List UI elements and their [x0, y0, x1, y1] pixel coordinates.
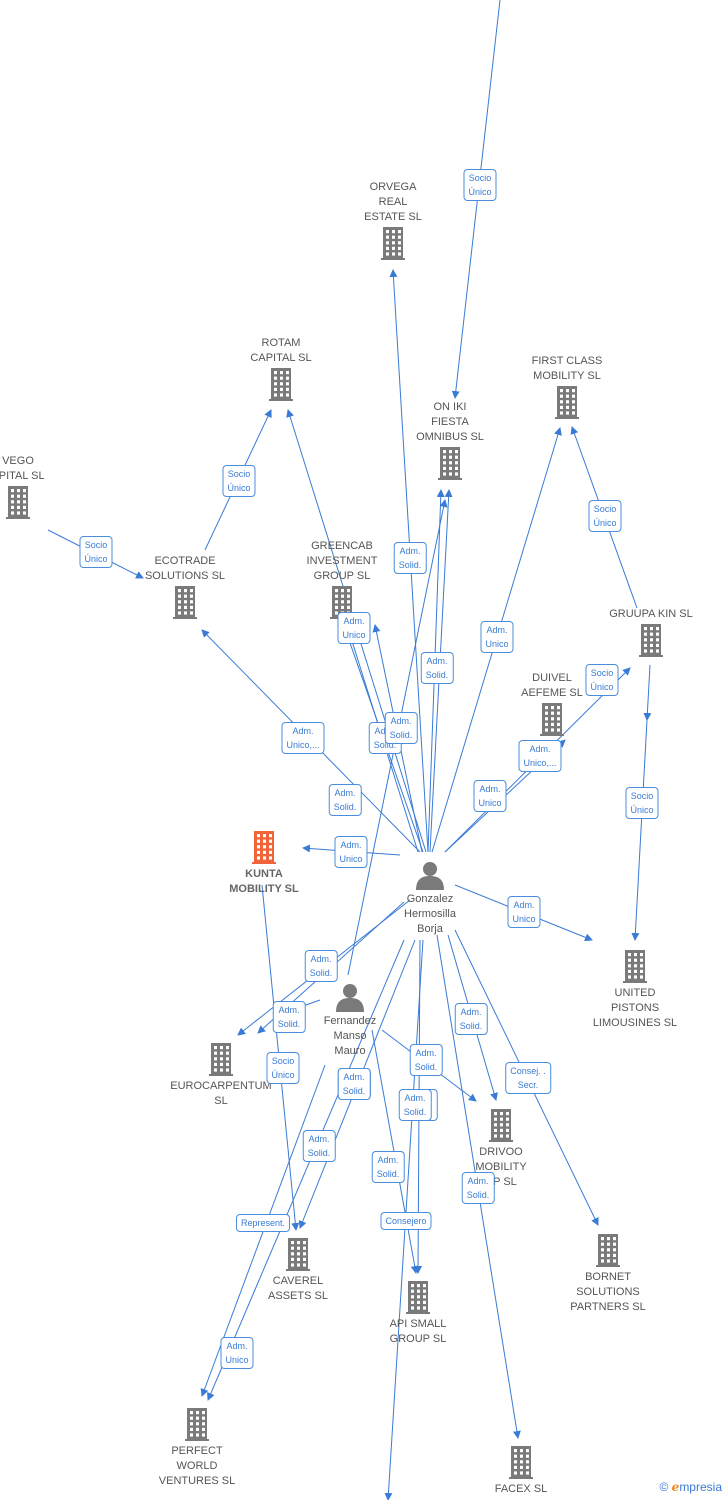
edge-label-9[interactable]: Adm. Solid. — [420, 652, 454, 684]
node-oniki[interactable]: ON IKI FIESTA OMNIBUS SL — [390, 400, 510, 483]
building-icon — [238, 1238, 358, 1272]
building-icon — [358, 1281, 478, 1315]
edge-label-13[interactable]: Adm. Solid. — [384, 712, 418, 744]
node-perfect[interactable]: PERFECT WORLD VENTURES SL — [137, 1406, 257, 1489]
node-label: EUROCARPENTUM SL — [170, 1080, 272, 1107]
node-gruupa[interactable]: GRUUPA KIN SL — [591, 607, 711, 660]
edge-label-3[interactable]: Socio Único — [588, 500, 622, 532]
edge-label-6[interactable]: Socio Único — [266, 1052, 300, 1084]
node-kunta[interactable]: KUNTA MOBILITY SL — [204, 829, 324, 897]
building-icon — [548, 1234, 668, 1268]
building-icon — [492, 703, 612, 737]
edge-label-1[interactable]: Socio Único — [79, 536, 113, 568]
edge-label-18[interactable]: Adm. Unico — [507, 896, 541, 928]
node-label: ORVEGA REAL ESTATE SL — [364, 181, 422, 223]
edge-label-8[interactable]: Adm. Unico — [337, 612, 371, 644]
node-bornet[interactable]: BORNET SOLUTIONS PARTNERS SL — [548, 1232, 668, 1315]
node-label: KUNTA MOBILITY SL — [229, 868, 299, 895]
node-firstclass[interactable]: FIRST CLASS MOBILITY SL — [507, 354, 627, 422]
node-rotam[interactable]: ROTAM CAPITAL SL — [221, 336, 341, 404]
node-label: ROTAM CAPITAL SL — [250, 337, 312, 364]
node-label: VEGO APITAL SL — [0, 455, 45, 482]
edge-label-28[interactable]: Adm. Solid. — [461, 1172, 495, 1204]
edge-label-31[interactable]: Consejero — [380, 1212, 432, 1230]
edge-label-14[interactable]: Adm. Unico,... — [518, 740, 562, 772]
node-label: BORNET SOLUTIONS PARTNERS SL — [570, 1271, 646, 1313]
node-label: GRUUPA KIN SL — [609, 608, 693, 620]
building-icon — [221, 368, 341, 402]
edge-label-5[interactable]: Socio Único — [625, 787, 659, 819]
node-ecotrade[interactable]: ECOTRADE SOLUTIONS SL — [125, 554, 245, 622]
edge-label-29[interactable]: Adm. Solid. — [398, 1089, 432, 1121]
edge-label-19[interactable]: Adm. Solid. — [304, 950, 338, 982]
edge-label-25[interactable]: Consej. . Secr. — [505, 1062, 551, 1094]
building-icon — [204, 831, 324, 865]
edge-label-17[interactable]: Adm. Unico — [334, 836, 368, 868]
node-label: DRIVOO MOBILITY UP SL — [475, 1146, 527, 1188]
edge-label-20[interactable]: Adm. Solid. — [272, 1001, 306, 1033]
node-label: ECOTRADE SOLUTIONS SL — [144, 555, 226, 582]
person-icon — [290, 982, 410, 1012]
node-label: UNITED PISTONS LIMOUSINES SL — [592, 987, 678, 1029]
edge-label-26[interactable]: Adm. Solid. — [302, 1130, 336, 1162]
node-drivoo[interactable]: DRIVOO MOBILITY UP SL — [441, 1107, 561, 1190]
building-icon — [390, 447, 510, 481]
node-eurocarpentum[interactable]: EUROCARPENTUM SL — [161, 1041, 281, 1109]
edge-line-5 — [631, 719, 648, 941]
edge-line-33 — [207, 939, 405, 1401]
node-apismall[interactable]: API SMALL GROUP SL — [358, 1279, 478, 1347]
node-label: ON IKI FIESTA OMNIBUS SL — [416, 401, 484, 443]
edge-label-27[interactable]: Adm. Solid. — [371, 1151, 405, 1183]
node-label: PERFECT WORLD VENTURES SL — [158, 1445, 236, 1487]
node-label: API SMALL GROUP SL — [389, 1318, 447, 1345]
edge-label-15[interactable]: Adm. Unico — [473, 780, 507, 812]
edge-label-7[interactable]: Adm. Solid. — [393, 542, 427, 574]
node-united[interactable]: UNITED PISTONS LIMOUSINES SL — [575, 948, 695, 1031]
building-icon — [161, 1043, 281, 1077]
brand-initial: e — [671, 1480, 680, 1494]
node-label: FIRST CLASS MOBILITY SL — [531, 355, 603, 382]
empresia-brand: © empresia — [659, 1480, 722, 1494]
node-duivel[interactable]: DUIVEL AEFEME SL — [492, 671, 612, 739]
node-label: CAVEREL ASSETS SL — [268, 1275, 328, 1302]
copyright-symbol: © — [659, 1480, 669, 1494]
edge-label-4[interactable]: Socio Único — [585, 664, 619, 696]
edge-label-0[interactable]: Socio Único — [463, 169, 497, 201]
node-facex[interactable]: FACEX SL — [461, 1444, 581, 1497]
building-icon — [461, 1446, 581, 1480]
node-label: Fernandez Manso Mauro — [323, 1015, 377, 1057]
edge-label-32[interactable]: Adm. Solid. — [337, 1068, 371, 1100]
building-icon — [575, 950, 695, 984]
edge-label-21[interactable]: Adm. Solid. — [454, 1003, 488, 1035]
edge-label-33[interactable]: Adm. Unico — [220, 1337, 254, 1369]
edge-label-16[interactable]: Adm. Solid. — [328, 784, 362, 816]
node-label: GREENCAB INVESTMENT GROUP SL — [306, 540, 378, 582]
building-icon — [137, 1408, 257, 1442]
node-greencab[interactable]: GREENCAB INVESTMENT GROUP SL — [282, 539, 402, 622]
node-vego[interactable]: VEGO APITAL SL — [0, 454, 78, 522]
building-icon — [0, 486, 78, 520]
building-icon — [591, 624, 711, 658]
building-icon — [333, 227, 453, 261]
edge-label-22[interactable]: Adm. Solid. — [409, 1044, 443, 1076]
building-icon — [441, 1109, 561, 1143]
edge-label-30[interactable]: Represent. — [235, 1214, 291, 1232]
brand-text: mpresia — [679, 1480, 722, 1494]
person-icon — [370, 860, 490, 890]
edge-line-4 — [643, 664, 652, 721]
node-label: DUIVEL AEFEME SL — [521, 672, 583, 699]
node-label: Gonzalez Hermosilla Borja — [404, 893, 456, 935]
edge-label-2[interactable]: Socio Único — [222, 465, 256, 497]
node-label: FACEX SL — [494, 1483, 548, 1495]
node-gonzalez[interactable]: Gonzalez Hermosilla Borja — [370, 858, 490, 937]
building-icon — [125, 586, 245, 620]
node-fernandez[interactable]: Fernandez Manso Mauro — [290, 980, 410, 1059]
edge-label-10[interactable]: Adm. Unico — [480, 621, 514, 653]
building-icon — [507, 386, 627, 420]
node-orvega[interactable]: ORVEGA REAL ESTATE SL — [333, 180, 453, 263]
edge-label-11[interactable]: Adm. Unico,... — [281, 722, 325, 754]
node-caverel[interactable]: CAVEREL ASSETS SL — [238, 1236, 358, 1304]
building-icon — [282, 586, 402, 620]
